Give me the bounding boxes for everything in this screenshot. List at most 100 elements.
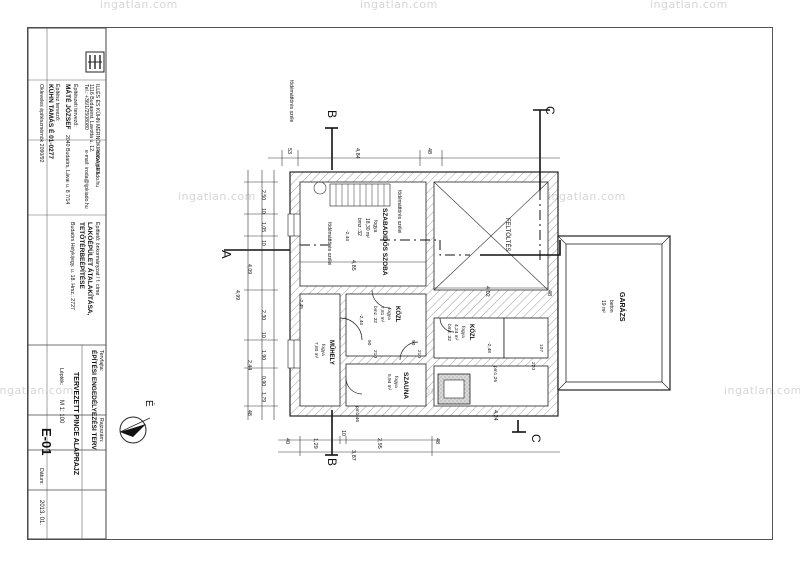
dim-left-0: 2,50 [260,190,266,200]
dim-left-8: 2,44 [246,360,252,370]
room-szabadidos-floor: fogya [372,220,378,232]
door-mark-0: 90 [366,340,372,346]
room-garazs-floor: beton [608,300,614,313]
door-mark-1: 210 [372,350,378,358]
dimension-lines [244,150,560,456]
watermark-top-right: ingatlan.com [650,0,728,11]
watermark-top-left: ingatlan.com [100,0,178,11]
door-mark-5: pm1,26 [492,366,498,382]
title-block [27,27,107,540]
tb-structural-label: Építész tervező: [54,84,61,121]
dim-top-2: 48 [426,148,432,154]
dim-left-1: 10 [260,208,266,214]
tb-investor-label: Építtető: önkormányzat / f. címe [94,222,101,295]
door-mark-6: 107 [538,344,544,352]
room-szabadidos-name: SZABADIDŐS SZOBA [381,208,390,276]
room-muhely-area: 7,80 m² [313,342,319,359]
tb-plan-type-label: Tervfajta: [98,350,104,371]
room-szauna-name: SZAUNA [402,372,409,399]
tb-designer-address: 2040 Budaörs, Lávai u. 8 7/14 [64,135,70,204]
dim-top-0: 53 [286,148,292,154]
room-szabadidos-area: 18,30 m² [364,218,370,238]
tb-drawing-name: TERVEZETT PINCE ALAPRAJZ [72,372,79,476]
tb-web: www.ijpkiado.hu [94,150,100,187]
note-0: födémáttörés szélei [396,190,402,233]
tb-structural-sub: Okleveles építészmérnök 2090/92 [38,84,44,163]
door-mark-4: pm1,46 [354,406,360,422]
level-3: -2,45 [298,298,304,309]
tb-plan-type: ÉPÍTÉSI ENGEDÉLYEZÉSI TERV [90,350,99,450]
dim-top-1: 4,84 [354,148,360,159]
tb-company: ILLÉS ÉS KÜHN MÉRNÖKIRODA KFT. [94,84,101,175]
tb-project-title-1: LAKÓÉPÜLET ÁTALAKÍTÁSA, [86,222,95,316]
tb-scale-label: Lépték: [58,368,64,385]
dim-left-12: 48 [246,410,252,416]
watermark-top-center: ingatlan.com [360,0,438,11]
room-szabadidos-height: bmz.:32 [356,218,362,236]
note-1: födémáttörés szélei [326,222,332,265]
dim-left-7: 1,90 [260,350,266,360]
room-kozl2-name: KÖZL [468,324,475,341]
dim-inner-0: 4,85 [350,260,356,271]
tb-email: e-mail: iroda@ijpkiado.hu [83,150,89,209]
dim-bottom-0: 40 [284,438,290,444]
room-muhely-name: MŰHELY [328,340,335,365]
windows [287,213,301,369]
section-mark-c-bottom: C [529,434,543,443]
doors [339,289,455,395]
room-kozl1-height: bmz.:32 [372,306,378,323]
tb-project-title-2: TETŐTÉRBEÉPÍTÉSE [78,222,87,289]
dim-bottom-6: 4,24 [492,410,498,421]
watermark-mid-left: ingatlan.com [178,190,256,203]
tb-drawing-label: Rajzszám: [98,418,104,442]
dim-left-11: 4,99 [234,290,240,300]
dim-left-10: 1,79 [260,392,266,402]
tb-project-address: Budaörs Helykijegy. u. 18. Hrsz.: 2727 [69,222,75,310]
dim-bottom-4: 48 [434,438,440,444]
section-mark-c-top: C [543,106,557,115]
dim-left-6: 10 [260,332,266,338]
dim-bottom-2: 10 [340,430,346,436]
staircase [313,181,391,207]
tb-address: 1116 Budapest, Lavotta u. 12. [88,84,94,152]
door-mark-3: 210 [416,350,422,358]
tb-date: 2013. 01. [38,500,44,525]
floor-plan [287,171,671,417]
dim-left-5: 2,30 [260,310,266,320]
dim-inner-1: 4,02 [484,286,490,297]
room-muhely-floor: fogya [320,344,326,356]
section-lines [224,109,561,456]
room-garazs-area: 19 m² [600,300,606,313]
room-kozl2-floor: fogya [460,326,466,338]
watermark-mid-right: ingatlan.com [548,190,626,203]
level-1: -2,48 [486,342,492,353]
tb-designer-label: Építészeti tervező: [72,84,79,127]
tb-scale: M 1: 100 [58,400,64,424]
tb-structural-name: KÜHN TAMÁS É 01-0277 [47,84,56,159]
section-mark-a-left: A [219,250,234,259]
north-arrow: É [119,400,156,444]
dim-left-4: 4,09 [246,264,252,274]
door-mark-2: 90 [410,340,416,346]
dim-bottom-5: 3,87 [350,450,356,461]
tb-tel: Tel.: +36/1/2508080 [83,84,89,130]
watermark-lower-left: ingatlan.com [0,384,74,397]
dim-left-2: 1,05 [260,222,266,232]
tb-designer-name: MÁTÉ JÓZSEF [64,84,73,130]
dim-bottom-1: 1,29 [312,438,318,449]
room-kozl1-floor: fogya [386,308,392,320]
room-kozl1-name: KÖZL [394,306,401,323]
north-label: É [143,400,156,407]
level-2: -2,44 [358,314,364,325]
door-mark-7: 220 [530,362,536,370]
section-mark-b-bottom: B [325,458,339,466]
room-kozl1-area: 7,81 m² [379,306,385,323]
dim-bottom-3: 2,95 [376,438,382,449]
room-kozl2-area: 4,24 m² [453,324,459,341]
dim-inner-2: 48 [546,290,552,296]
level-0: -2,44 [344,230,350,241]
tb-sheet-no: E-01 [39,428,54,455]
room-szauna-area: 5,94 m² [386,374,392,391]
room-feltoltes-name: FELTÖLTÉS [504,218,511,251]
